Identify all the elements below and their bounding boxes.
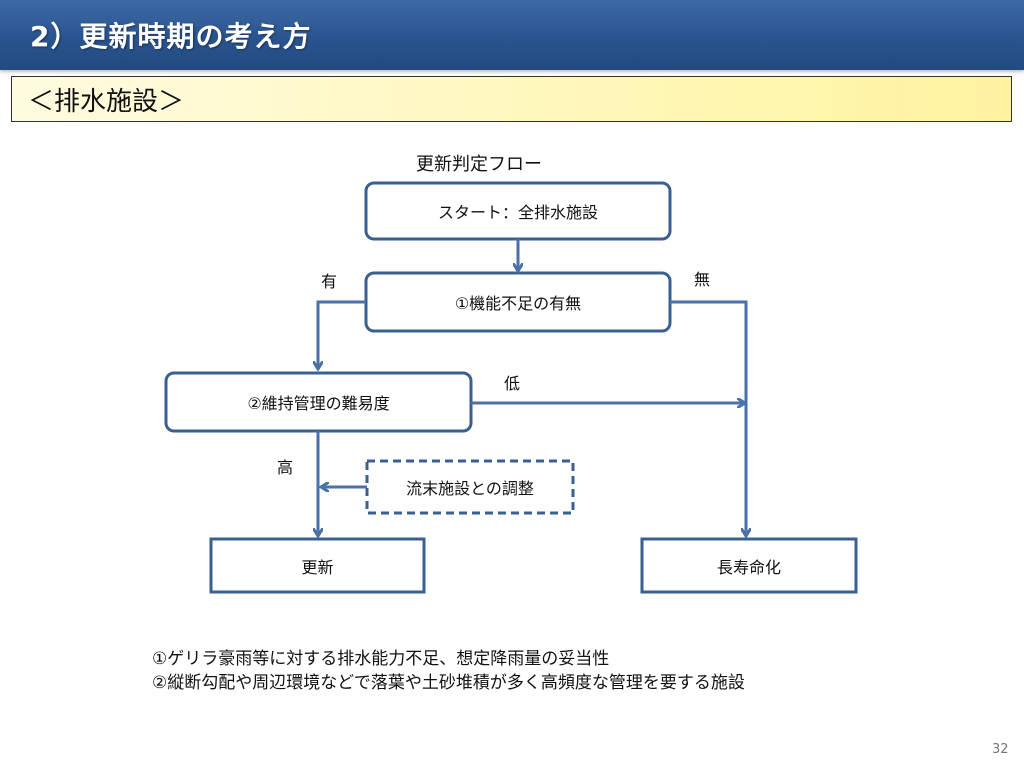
node-renew: 更新: [301, 557, 334, 577]
edge-q1-yes: [318, 300, 366, 368]
note-1: ①ゲリラ豪雨等に対する排水能力不足、想定降雨量の妥当性: [152, 649, 610, 669]
node-q2: ②維持管理の難易度: [247, 394, 390, 413]
node-adjust: 流末施設との調整: [406, 479, 534, 498]
node-q1: ①機能不足の有無: [454, 294, 582, 313]
edge-label-none: 無: [694, 270, 711, 289]
section-label: ＜排水施設＞: [28, 87, 185, 117]
node-extend: 長寿命化: [716, 557, 781, 577]
edge-q1-none: [670, 300, 746, 535]
node-extend-box: [640, 537, 858, 594]
edge-label-yes: 有: [321, 272, 338, 291]
title-bar: 2）更新時期の考え方: [0, 0, 1024, 70]
page-number: 32: [992, 742, 1009, 757]
node-adjust-box: [365, 459, 575, 515]
flow-title: 更新判定フロー: [416, 154, 542, 175]
edge-label-low: 低: [504, 374, 521, 393]
note-2: ②縦断勾配や周辺環境などで落葉や土砂堆積が多く高頻度な管理を要する施設: [152, 673, 745, 693]
page-title: 2）更新時期の考え方: [30, 20, 312, 53]
edge-label-high: 高: [277, 458, 294, 477]
section-header: ＜排水施設＞: [11, 76, 1012, 122]
node-renew-box: [209, 537, 426, 594]
node-start: スタート：全排水施設: [437, 203, 598, 222]
